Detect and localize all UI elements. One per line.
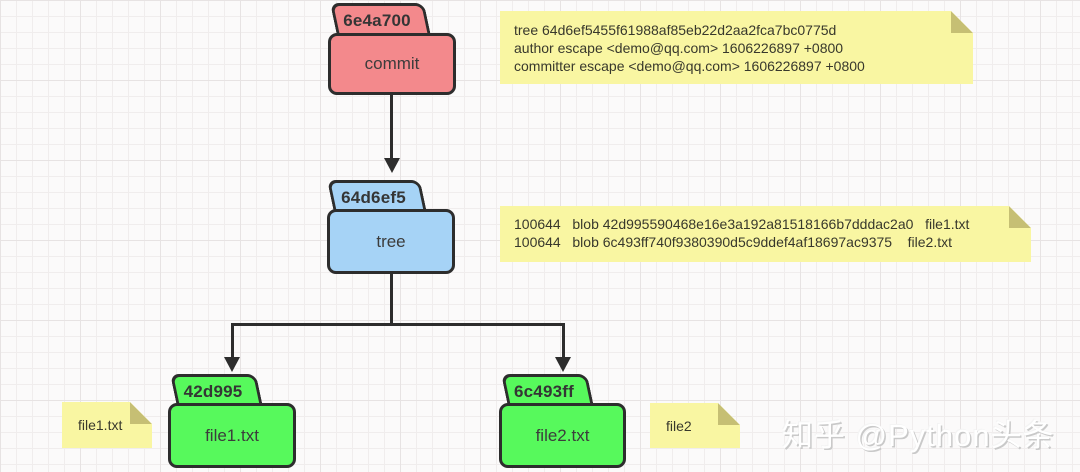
arrow-commit-to-tree-head-icon <box>384 158 400 173</box>
commit-content-note: tree 64d6ef5455f61988af85eb22d2aa2fca7bc… <box>500 11 973 84</box>
tree-branch-horizontal-line <box>231 323 565 326</box>
file2-name-note: file2 <box>650 403 740 448</box>
arrow-tree-to-blob2-head-icon <box>555 357 571 372</box>
tree-hash-tab: 64d6ef5 <box>327 180 428 213</box>
commit-hash-label: 6e4a700 <box>343 11 411 30</box>
blob1-body-label: file1.txt <box>168 403 296 468</box>
commit-hash-tab: 6e4a700 <box>330 3 432 37</box>
zhihu-watermark: 知乎 @Python头条 <box>782 418 1055 453</box>
tree-hash-label: 64d6ef5 <box>341 187 406 207</box>
blob1-hash-label: 42d995 <box>183 381 243 401</box>
tree-branch-stem-line <box>390 274 393 326</box>
blob1-hash-tab: 42d995 <box>170 374 264 407</box>
arrow-commit-to-tree-line <box>390 95 393 159</box>
arrow-tree-to-blob2-line <box>562 323 565 358</box>
tree-content-note: 100644 blob 42d995590468e16e3a192a815181… <box>500 206 1031 262</box>
tree-note-blob2-line: 100644 blob 6c493ff740f9380390d5c9ddef4a… <box>514 234 953 250</box>
tree-content-note-text: 100644 blob 42d995590468e16e3a192a815181… <box>500 206 1031 261</box>
commit-note-committer-line: committer escape <demo@qq.com> 160622689… <box>514 58 865 74</box>
arrow-tree-to-blob1-head-icon <box>224 357 240 372</box>
arrow-tree-to-blob1-line <box>231 323 234 358</box>
file1-name-note: file1.txt <box>62 402 152 448</box>
commit-content-note-text: tree 64d6ef5455f61988af85eb22d2aa2fca7bc… <box>500 11 973 85</box>
blob2-hash-label: 6c493ff <box>514 381 574 401</box>
blob2-hash-tab: 6c493ff <box>501 374 595 407</box>
tree-body-label: tree <box>327 209 455 274</box>
commit-note-tree-line: tree 64d6ef5455f61988af85eb22d2aa2fca7bc… <box>514 22 837 38</box>
commit-note-author-line: author escape <demo@qq.com> 1606226897 +… <box>514 40 844 56</box>
tree-note-blob1-line: 100644 blob 42d995590468e16e3a192a815181… <box>514 216 970 232</box>
commit-body-label: commit <box>328 33 456 95</box>
blob2-body-label: file2.txt <box>499 403 626 468</box>
